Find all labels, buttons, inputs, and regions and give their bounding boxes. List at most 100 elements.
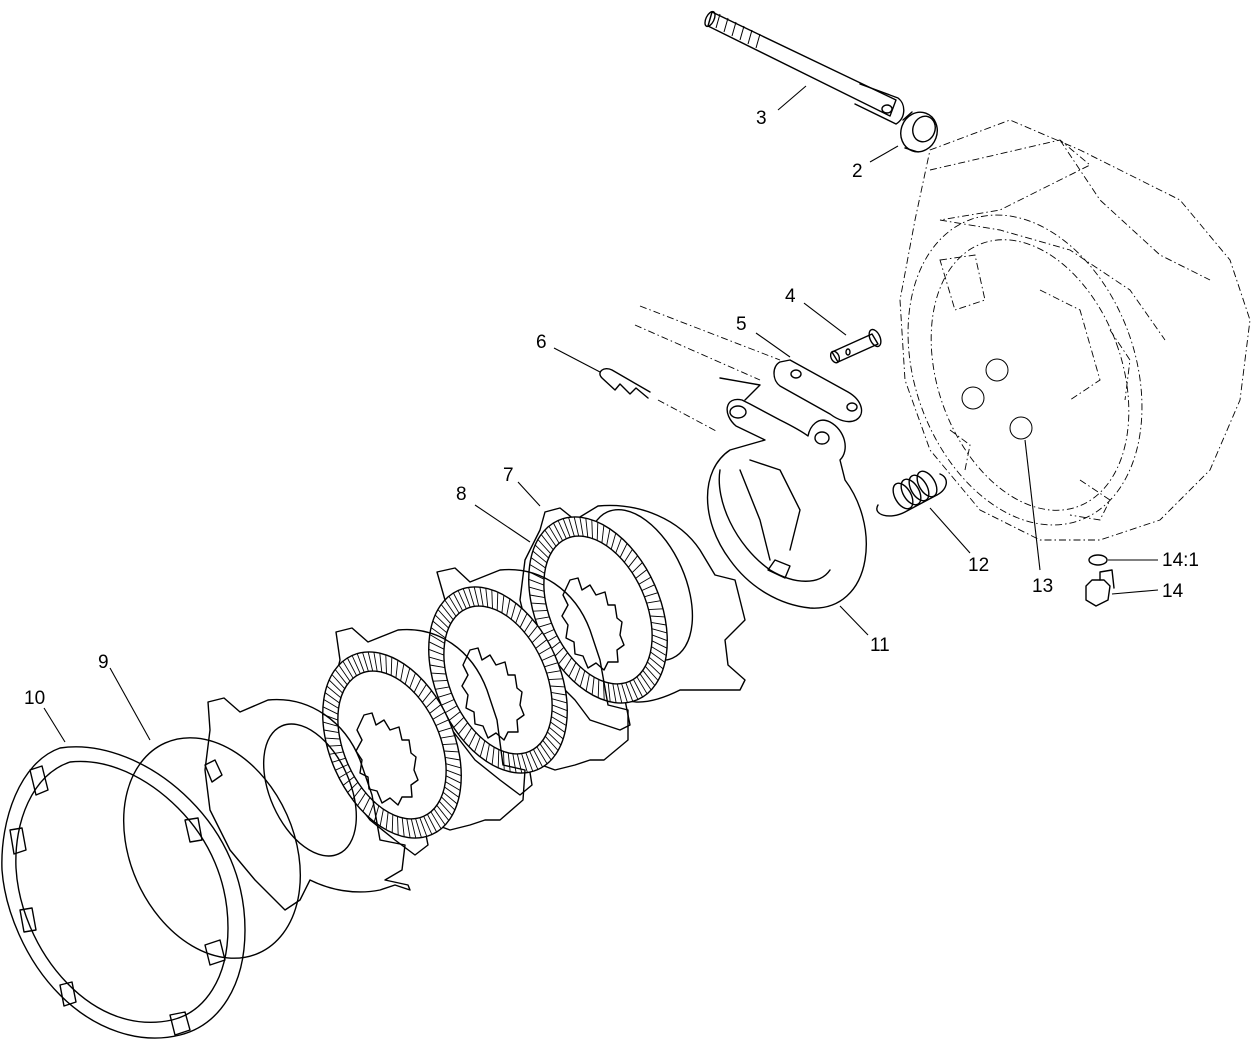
link-plate [719,359,863,423]
friction-hatch-line [535,616,550,620]
friction-hatch-line [574,666,581,683]
friction-hatch-line [596,522,599,541]
friction-hatch-line [648,608,664,611]
callout-2: 2 [852,161,863,182]
friction-hatch-line [550,685,565,688]
friction-hatch-line [644,665,659,681]
friction-hatch-line [429,704,442,714]
friction-hatch-line [646,600,661,604]
friction-hatch-line [550,721,566,733]
friction-hatch-line [535,639,548,649]
alignment-lines [634,305,781,433]
friction-hatch-line [347,657,357,676]
friction-hatch-line [448,595,460,614]
callout-12: 12 [968,555,989,576]
callout-14-1: 14:1 [1162,550,1199,571]
friction-hatch-line [530,557,546,569]
friction-hatch-line [428,656,445,662]
friction-hatch-line [322,706,339,715]
friction-hatch-line [458,722,468,735]
friction-hatch-line [429,634,445,644]
friction-hatch-line [444,750,459,753]
friction-hatch-line [442,791,458,805]
friction-hatch-line [433,808,446,826]
friction-hatch-line [413,678,422,693]
friction-hatch-line [468,732,477,747]
friction-hatch-line [385,654,387,674]
friction-hatch-line [485,744,490,762]
friction-hatch-line [373,652,378,672]
callout-14: 14 [1162,581,1184,602]
friction-hatch-line [633,679,643,698]
friction-hatch-line [606,528,611,546]
friction-hatch-line [615,537,622,554]
friction-hatch-line [342,660,354,679]
washer [1088,554,1108,566]
friction-hatch-line [639,673,652,691]
callout-9: 9 [98,652,109,673]
friction-hatch-line [438,727,453,733]
friction-hatch-line [651,621,667,626]
friction-hatch-line [473,586,480,607]
friction-hatch-line [538,646,552,655]
friction-hatch-line [650,651,666,663]
callout-8: 8 [456,484,467,505]
friction-hatch-line [621,683,628,703]
friction-hatch-line [356,653,365,673]
friction-hatch-line [404,667,411,685]
friction-hatch-line [324,692,340,704]
friction-hatch-line [432,679,448,682]
friction-hatch-line [548,525,560,544]
friction-hatch-line [553,522,563,541]
friction-hatch-line [441,699,455,706]
friction-hatch-line [445,775,462,784]
friction-hatch-line [444,705,458,714]
friction-hatch-line [631,562,643,574]
friction-hatch-line [463,727,473,741]
friction-hatch-line [440,604,454,620]
friction-hatch-line [568,662,577,677]
friction-hatch-line [651,646,667,656]
friction-hatch-line [568,517,575,537]
friction-hatch-line [531,602,546,605]
callout-3: 3 [756,108,767,129]
leader-lines [43,85,1159,743]
friction-hatch-line [322,721,339,727]
friction-hatch-line [548,678,564,681]
friction-hatch-line [379,809,384,827]
friction-hatch-line [453,716,465,728]
friction-hatch-line [436,805,450,821]
friction-hatch-line [331,674,346,690]
plug [1085,569,1115,607]
friction-hatch-line [521,753,528,773]
friction-hatch-line [445,781,461,791]
friction-hatch-line [485,588,489,608]
bushing [900,111,938,153]
friction-hatch-line [406,818,411,838]
friction-hatch-line [328,679,343,694]
friction-hatch-line [539,743,552,761]
clevis-pin [829,328,882,364]
friction-hatch-line [625,682,634,702]
separator-plate-front [329,627,526,856]
friction-hatch-line [528,586,545,592]
friction-hatch-line [641,584,655,591]
friction-hatch-line [507,752,511,772]
friction-hatch-line [651,640,668,649]
friction-hatch-line [635,569,648,579]
friction-hatch-line [642,670,656,686]
friction-hatch-line [651,634,668,642]
spring [876,470,947,517]
friction-hatch-line [479,740,486,758]
friction-hatch-line [551,710,568,719]
friction-hatch-line [491,747,495,765]
callout-7: 7 [503,465,514,486]
cover-plate [1,746,246,1039]
friction-disc-rear [528,516,668,704]
friction-hatch-line [506,598,511,616]
friction-hatch-line [457,590,467,609]
friction-hatch-line [479,587,484,607]
friction-hatch-line [542,740,556,756]
friction-hatch-line [329,751,344,755]
